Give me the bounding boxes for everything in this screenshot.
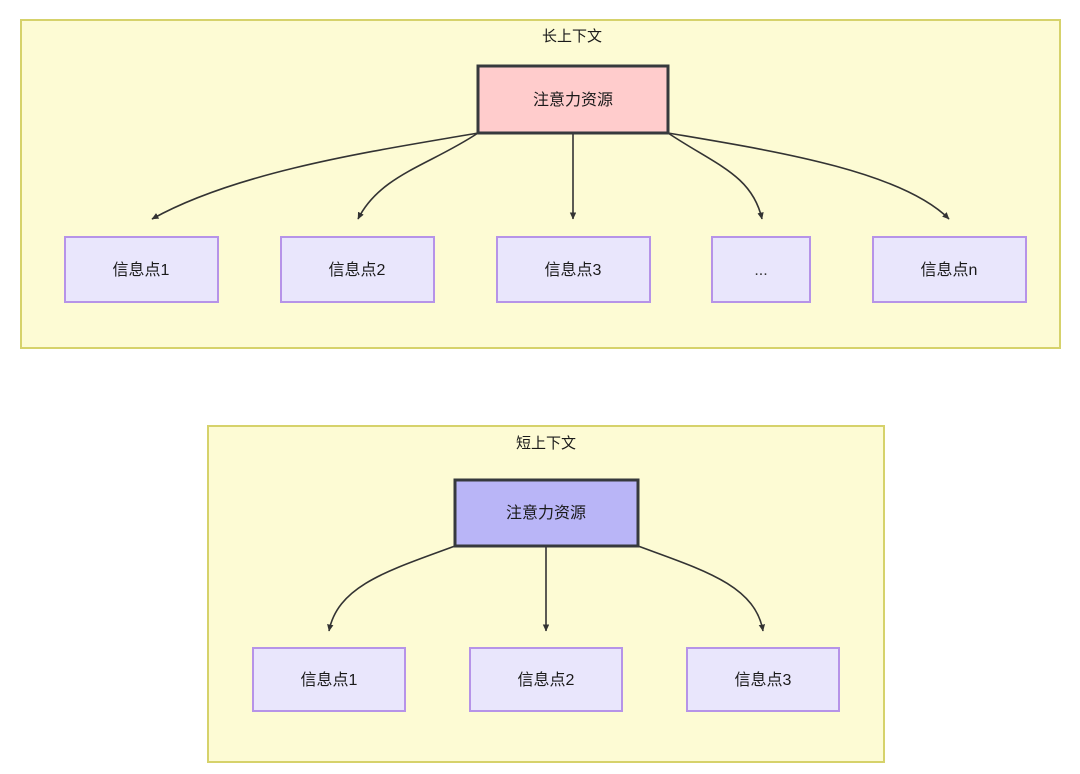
- edge-attention-to-infopoint-1: [151, 132, 479, 220]
- node-attention-resource-long[interactable]: 注意力资源: [476, 64, 670, 135]
- edge-attention-short-to-infopoint-1: [327, 545, 456, 632]
- node-infopoint-short-3-label: 信息点3: [735, 671, 792, 689]
- node-infopoint-long-2-rect[interactable]: [280, 236, 435, 303]
- node-infopoint-long-n[interactable]: 信息点n: [872, 236, 1027, 303]
- node-infopoint-long-ellipsis-label: ...: [754, 262, 767, 279]
- node-infopoint-long-n-rect[interactable]: [872, 236, 1027, 303]
- node-infopoint-long-2[interactable]: 信息点2: [280, 236, 435, 303]
- node-infopoint-long-n-label: 信息点n: [921, 261, 978, 279]
- node-infopoint-long-3-label: 信息点3: [545, 261, 602, 279]
- node-infopoint-long-1-rect[interactable]: [64, 236, 219, 303]
- edge-attention-short-to-infopoint-3: [637, 545, 766, 632]
- panel-short-context: 短上下文 注意力资源 信息点1 信息点2 信息点3: [207, 425, 885, 763]
- node-attention-resource-long-rect[interactable]: [476, 64, 670, 135]
- edge-attention-to-infopoint-4: [667, 132, 764, 220]
- node-infopoint-long-ellipsis[interactable]: ...: [711, 236, 811, 303]
- node-infopoint-short-1-rect[interactable]: [252, 647, 406, 712]
- panel-long-context: 长上下文 注意力资源 信息点1 信息点2: [20, 19, 1061, 349]
- node-attention-resource-short[interactable]: 注意力资源: [453, 478, 640, 548]
- node-infopoint-short-1[interactable]: 信息点1: [252, 647, 406, 712]
- panel-long-context-edges: [151, 132, 950, 220]
- node-attention-resource-long-label: 注意力资源: [533, 90, 613, 109]
- panel-long-context-title: 长上下文: [542, 28, 602, 45]
- node-infopoint-long-1[interactable]: 信息点1: [64, 236, 219, 303]
- node-attention-resource-short-label: 注意力资源: [506, 503, 586, 522]
- node-infopoint-short-2-rect[interactable]: [469, 647, 623, 712]
- panel-short-context-edges: [327, 545, 766, 632]
- panel-short-context-title: 短上下文: [516, 435, 576, 452]
- node-infopoint-short-3-rect[interactable]: [686, 647, 840, 712]
- node-infopoint-long-3[interactable]: 信息点3: [496, 236, 651, 303]
- node-attention-resource-short-rect[interactable]: [453, 478, 640, 548]
- edge-attention-to-infopoint-5: [667, 132, 950, 220]
- edge-attention-to-infopoint-2: [357, 132, 479, 220]
- node-infopoint-long-2-label: 信息点2: [329, 261, 386, 279]
- node-infopoint-long-ellipsis-rect[interactable]: [711, 236, 811, 303]
- node-infopoint-short-2-label: 信息点2: [518, 671, 575, 689]
- node-infopoint-short-2[interactable]: 信息点2: [469, 647, 623, 712]
- node-infopoint-short-1-label: 信息点1: [301, 671, 358, 689]
- node-infopoint-long-3-rect[interactable]: [496, 236, 651, 303]
- node-infopoint-long-1-label: 信息点1: [113, 261, 170, 279]
- node-infopoint-short-3[interactable]: 信息点3: [686, 647, 840, 712]
